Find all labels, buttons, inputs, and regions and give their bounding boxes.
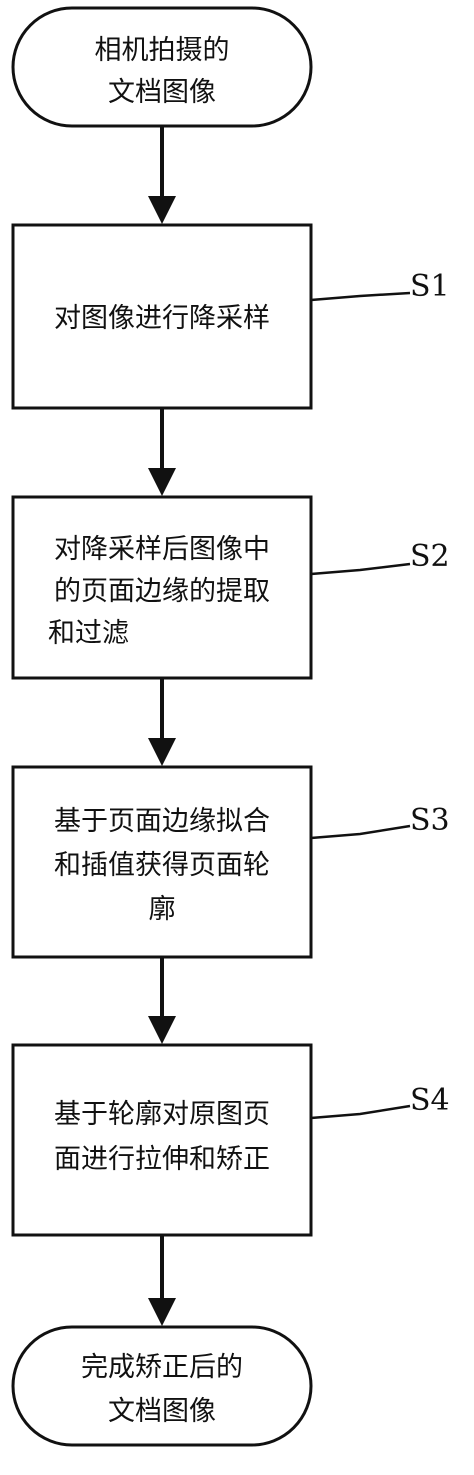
step-s4-leader-line [310,1104,411,1120]
step-s3: 基于页面边缘拟合 和插值获得页面轮 廓 S3 [11,765,450,959]
start-terminal-shape [11,6,313,128]
end-node: 完成矫正后的 文档图像 [11,1325,313,1447]
start-node: 相机拍摄的 文档图像 [11,6,313,128]
step-s4-text-line-2: 面进行拉伸和矫正 [54,1144,270,1175]
step-s3-leader-line [310,824,411,840]
step-s2: 对降采样后图像中 的页面边缘的提取 和过滤 S2 [11,495,450,680]
step-s3-box [11,765,313,959]
arrow-s1-to-s2 [148,408,176,496]
step-s3-text-line-3: 廓 [149,894,176,925]
step-s2-box [11,495,313,680]
arrow-s4-to-end [148,1235,176,1326]
step-s2-text-line-1: 对降采样后图像中 [54,534,270,565]
step-s1: 对图像进行降采样 S1 [11,223,450,410]
step-s2-text-line-2: 的页面边缘的提取 [54,576,270,607]
step-s3-text-line-1: 基于页面边缘拟合 [54,806,270,837]
arrow-s2-to-s3 [148,678,176,766]
step-s1-text-line-1: 对图像进行降采样 [54,303,270,334]
step-s4: 基于轮廓对原图页 面进行拉伸和矫正 S4 [11,1043,450,1237]
step-s4-box [11,1043,313,1237]
end-text-line-2: 文档图像 [108,1396,216,1427]
arrow-s3-to-s4 [148,957,176,1044]
step-s4-label: S4 [410,1083,450,1118]
step-s3-text-line-2: 和插值获得页面轮 [54,850,270,881]
step-s3-label: S3 [410,803,450,838]
step-s4-text-line-1: 基于轮廓对原图页 [54,1099,270,1130]
step-s2-label: S2 [410,539,450,574]
step-s2-text-line-3: 和过滤 [48,618,129,649]
arrow-start-to-s1 [148,126,176,224]
end-text-line-1: 完成矫正后的 [81,1352,243,1383]
step-s1-label: S1 [410,269,450,304]
step-s2-leader-line [310,562,411,576]
start-text-line-2: 文档图像 [108,77,216,108]
end-terminal-shape [11,1325,313,1447]
step-s1-leader-line [310,291,411,302]
start-text-line-1: 相机拍摄的 [95,35,230,66]
